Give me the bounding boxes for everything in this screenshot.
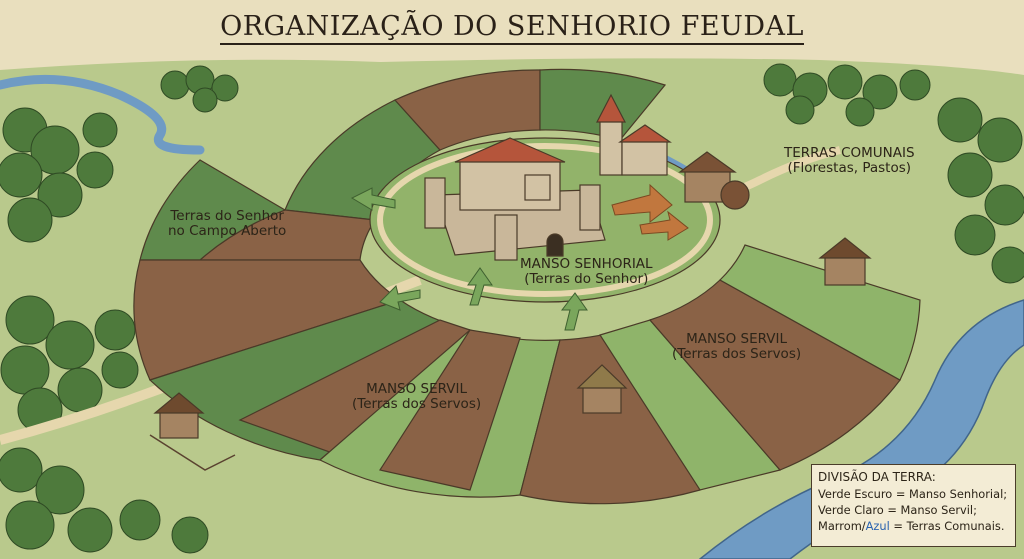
arrow-orange-1 xyxy=(611,183,673,224)
fence xyxy=(149,434,236,471)
mill xyxy=(678,151,750,210)
label-line: (Terras do Senhor) xyxy=(524,271,649,288)
legend-title: DIVISÃO DA TERRA: xyxy=(818,470,936,484)
legend-line-brown-blue: Marrom/Azul = Terras Comunais. xyxy=(818,518,1009,534)
inner-path xyxy=(377,143,713,297)
label-line: TERRAS COMUNAIS xyxy=(784,145,915,161)
house-west xyxy=(159,409,199,439)
legend-text: = Terras Comunais. xyxy=(889,519,1005,534)
label-line: MANSO SERVIL xyxy=(686,331,788,347)
label-terras-senhor-campo: Terras do Senhor no Campo Aberto xyxy=(168,208,287,240)
field-light-green-3 xyxy=(719,244,921,381)
field-brown-7 xyxy=(648,279,901,471)
green-arrows xyxy=(350,187,588,331)
castle xyxy=(424,137,606,261)
legend-text: Marrom/ xyxy=(818,519,866,534)
label-manso-senhorial: MANSO SENHORIAL (Terras do Senhor) xyxy=(520,256,653,288)
page-title: ORGANIZAÇÃO DO SENHORIO FEUDAL xyxy=(0,11,1024,45)
legend-line-dark-green: Verde Escuro = Manso Senhorial; xyxy=(818,487,1008,502)
forest-left xyxy=(0,107,118,243)
label-terras-comunais: TERRAS COMUNAIS (Florestas, Pastos) xyxy=(784,145,915,177)
flow-arrows xyxy=(611,183,689,241)
house-east xyxy=(824,254,866,286)
arrow-green-4 xyxy=(379,285,421,311)
legend-line-light-green: Verde Claro = Manso Servil; xyxy=(818,503,977,518)
forest-bottom xyxy=(0,447,209,554)
arrow-green-3 xyxy=(350,187,396,211)
arrow-green-2 xyxy=(560,292,588,331)
label-line: MANSO SENHORIAL xyxy=(520,256,653,272)
arrow-green-1 xyxy=(467,267,493,306)
river-right xyxy=(698,299,1024,559)
legend-box: DIVISÃO DA TERRA: Verde Escuro = Manso S… xyxy=(811,464,1016,547)
field-ring xyxy=(133,68,921,505)
label-manso-servil-east: MANSO SERVIL (Terras dos Servos) xyxy=(672,331,802,363)
field-dark-green-3 xyxy=(139,159,287,261)
label-line: (Terras dos Servos) xyxy=(352,396,482,413)
field-brown-3 xyxy=(133,259,402,381)
church xyxy=(596,93,672,176)
house-south xyxy=(582,384,622,414)
houses xyxy=(153,237,872,439)
field-dark-green-2 xyxy=(539,68,667,141)
label-line: no Campo Aberto xyxy=(168,223,287,240)
river-top-left xyxy=(0,74,205,155)
label-line: (Terras dos Servos) xyxy=(672,346,802,363)
label-line: Terras do Senhor xyxy=(170,208,284,224)
arrow-orange-2 xyxy=(639,210,689,241)
forest-bottom-left xyxy=(0,295,139,433)
label-line: MANSO SERVIL xyxy=(366,381,468,397)
label-manso-servil-west: MANSO SERVIL (Terras dos Servos) xyxy=(352,381,482,413)
field-brown-5 xyxy=(379,329,521,491)
forest-top-right xyxy=(763,63,931,127)
title-text: ORGANIZAÇÃO DO SENHORIO FEUDAL xyxy=(220,11,804,45)
legend-text-azul: Azul xyxy=(865,519,890,534)
forest-top-left-small xyxy=(160,65,239,113)
label-line: (Florestas, Pastos) xyxy=(787,160,912,177)
forests xyxy=(0,63,1024,554)
forest-right xyxy=(937,97,1024,284)
